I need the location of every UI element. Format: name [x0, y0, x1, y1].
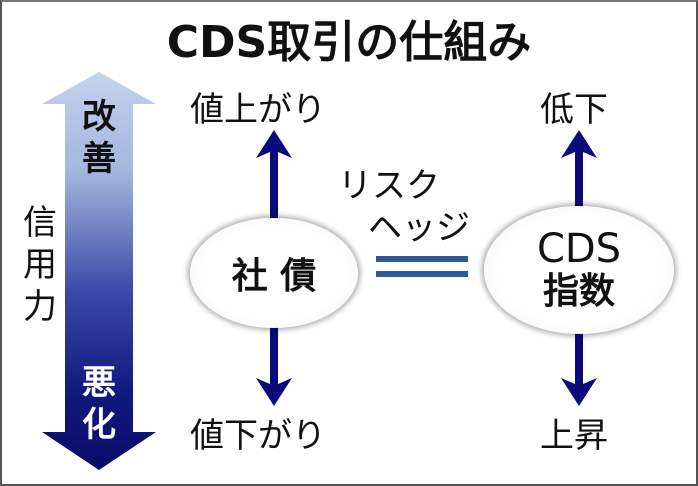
cds-label-line1: CDS	[536, 226, 622, 272]
bond-up-arrow	[256, 130, 292, 240]
credit-worsen-label: 悪化	[82, 363, 116, 445]
equals-line-bottom	[376, 271, 468, 277]
cds-increase-label: 上昇	[540, 416, 608, 456]
bond-price-up-label: 値上がり	[190, 90, 326, 130]
bond-price-down-label: 値下がり	[190, 416, 326, 456]
credit-axis-label: 信用力	[23, 203, 57, 327]
cds-up-arrow	[561, 130, 597, 240]
cds-index-node: CDS 指数	[484, 206, 674, 334]
cds-down-arrow	[561, 320, 597, 406]
bond-down-arrow	[256, 320, 292, 406]
bond-node: 社 債	[190, 218, 358, 328]
diagram-title: CDS取引の仕組み	[166, 17, 532, 68]
hedge-label-line1: リスク	[338, 166, 440, 206]
hedge-label-line2: ヘッジ	[368, 208, 470, 248]
bond-label: 社 債	[231, 256, 317, 297]
credit-improve-label: 改善	[82, 97, 116, 179]
cds-decrease-label: 低下	[540, 90, 608, 130]
equals-line-top	[376, 256, 468, 262]
cds-label-line2: 指数	[542, 271, 615, 312]
credit-arrow	[42, 72, 156, 470]
